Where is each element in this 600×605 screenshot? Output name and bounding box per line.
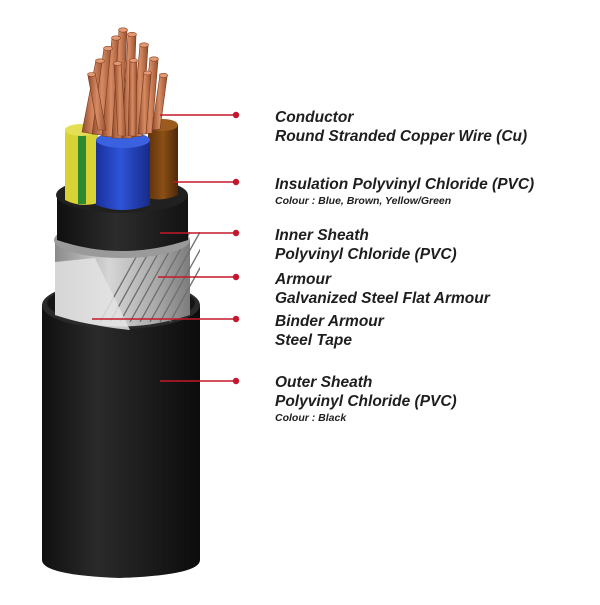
label-subtitle: Round Stranded Copper Wire (Cu) xyxy=(275,128,528,145)
leader-dot-outer-sheath xyxy=(232,377,240,385)
leader-dot-insulation xyxy=(232,178,240,186)
label-title: Conductor xyxy=(275,109,354,126)
leader-dot-binder-armour xyxy=(232,315,240,323)
label-armour: Armour Galvanized Steel Flat Armour xyxy=(275,270,490,308)
label-title: Outer Sheath xyxy=(275,374,373,391)
label-title: Armour xyxy=(275,271,331,288)
leader-lines xyxy=(92,111,240,385)
leader-dot-inner-sheath xyxy=(232,229,240,237)
label-subtitle: Polyvinyl Chloride (PVC) xyxy=(275,393,457,410)
strand-tips xyxy=(87,27,169,79)
label-binder-armour: Binder Armour Steel Tape xyxy=(275,312,384,350)
label-subtitle: Polyvinyl Chloride (PVC) xyxy=(275,246,457,263)
label-inner-sheath: Inner Sheath Polyvinyl Chloride (PVC) xyxy=(275,226,457,264)
insulated-cores xyxy=(65,119,178,210)
label-note: Colour : Blue, Brown, Yellow/Green xyxy=(275,195,452,207)
label-conductor: Conductor Round Stranded Copper Wire (Cu… xyxy=(275,108,527,146)
label-title: Inner Sheath xyxy=(275,227,369,244)
label-subtitle: Galvanized Steel Flat Armour xyxy=(275,290,490,307)
label-subtitle: Steel Tape xyxy=(275,332,352,349)
label-title: Binder Armour xyxy=(275,313,384,330)
leader-dot-conductor xyxy=(232,111,240,119)
label-note: Colour : Black xyxy=(275,412,347,424)
copper-strands xyxy=(81,29,168,139)
label-outer-sheath: Outer Sheath Polyvinyl Chloride (PVC) Co… xyxy=(275,373,457,425)
label-insulation: Insulation Polyvinyl Chloride (PVC) Colo… xyxy=(275,175,534,208)
leader-dot-armour xyxy=(232,273,240,281)
label-title: Insulation Polyvinyl Chloride (PVC) xyxy=(275,176,535,193)
